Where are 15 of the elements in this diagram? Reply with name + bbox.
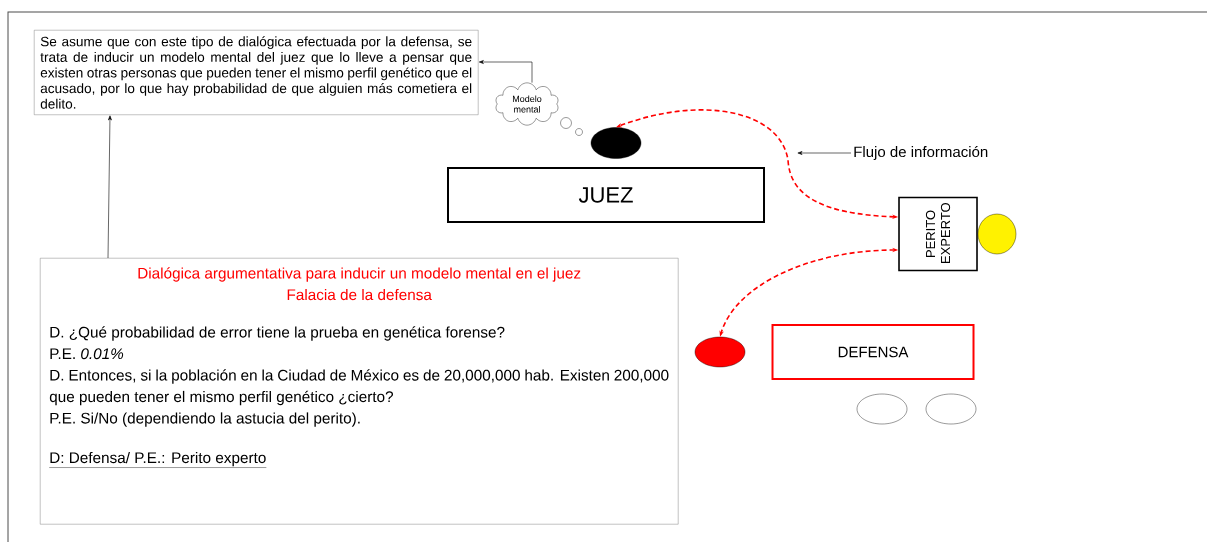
thought-cloud: Modelo mental <box>495 82 559 126</box>
dialogue-box: Dialógica argumentativa para inducir un modelo mental en el juez Falacia de la defensa D. ¿Qué probabilidad de error tiene la prueba en genética forense? P.E. 0.01% D. Entonces, si la población en la Ciudad de México es de 20,000,000 hab. Existen 200,000 que pueden tener el mismo perfil genético ¿cierto? P.E. Si/No (dependiendo la astucia del perito). D: Defensa/ P.E.: Perito experto <box>40 258 679 525</box>
judge-head <box>590 127 642 159</box>
leader-line <box>797 151 852 155</box>
expert-box: PERITO EXPERTO <box>898 196 978 272</box>
ellipse <box>856 393 908 425</box>
annotation-text: Flujo de información <box>854 145 988 161</box>
expert-head <box>977 213 1017 255</box>
judge-box: JUEZ <box>447 167 765 223</box>
defense-head <box>694 336 746 368</box>
ellipse <box>925 393 977 425</box>
defense-box: DEFENSA <box>771 324 975 380</box>
arrow <box>107 115 112 259</box>
arrow <box>478 60 533 83</box>
note-box: Se asume que con este tipo de dialógica efectuada por la defensa, se trata de inducir un modelo mental del juez que lo lleve a pensar que existen otras personas que pueden tener el mismo perfil genético que el acusado, por lo que hay probabilidad de que alguien más cometiera el delito. <box>34 30 479 115</box>
